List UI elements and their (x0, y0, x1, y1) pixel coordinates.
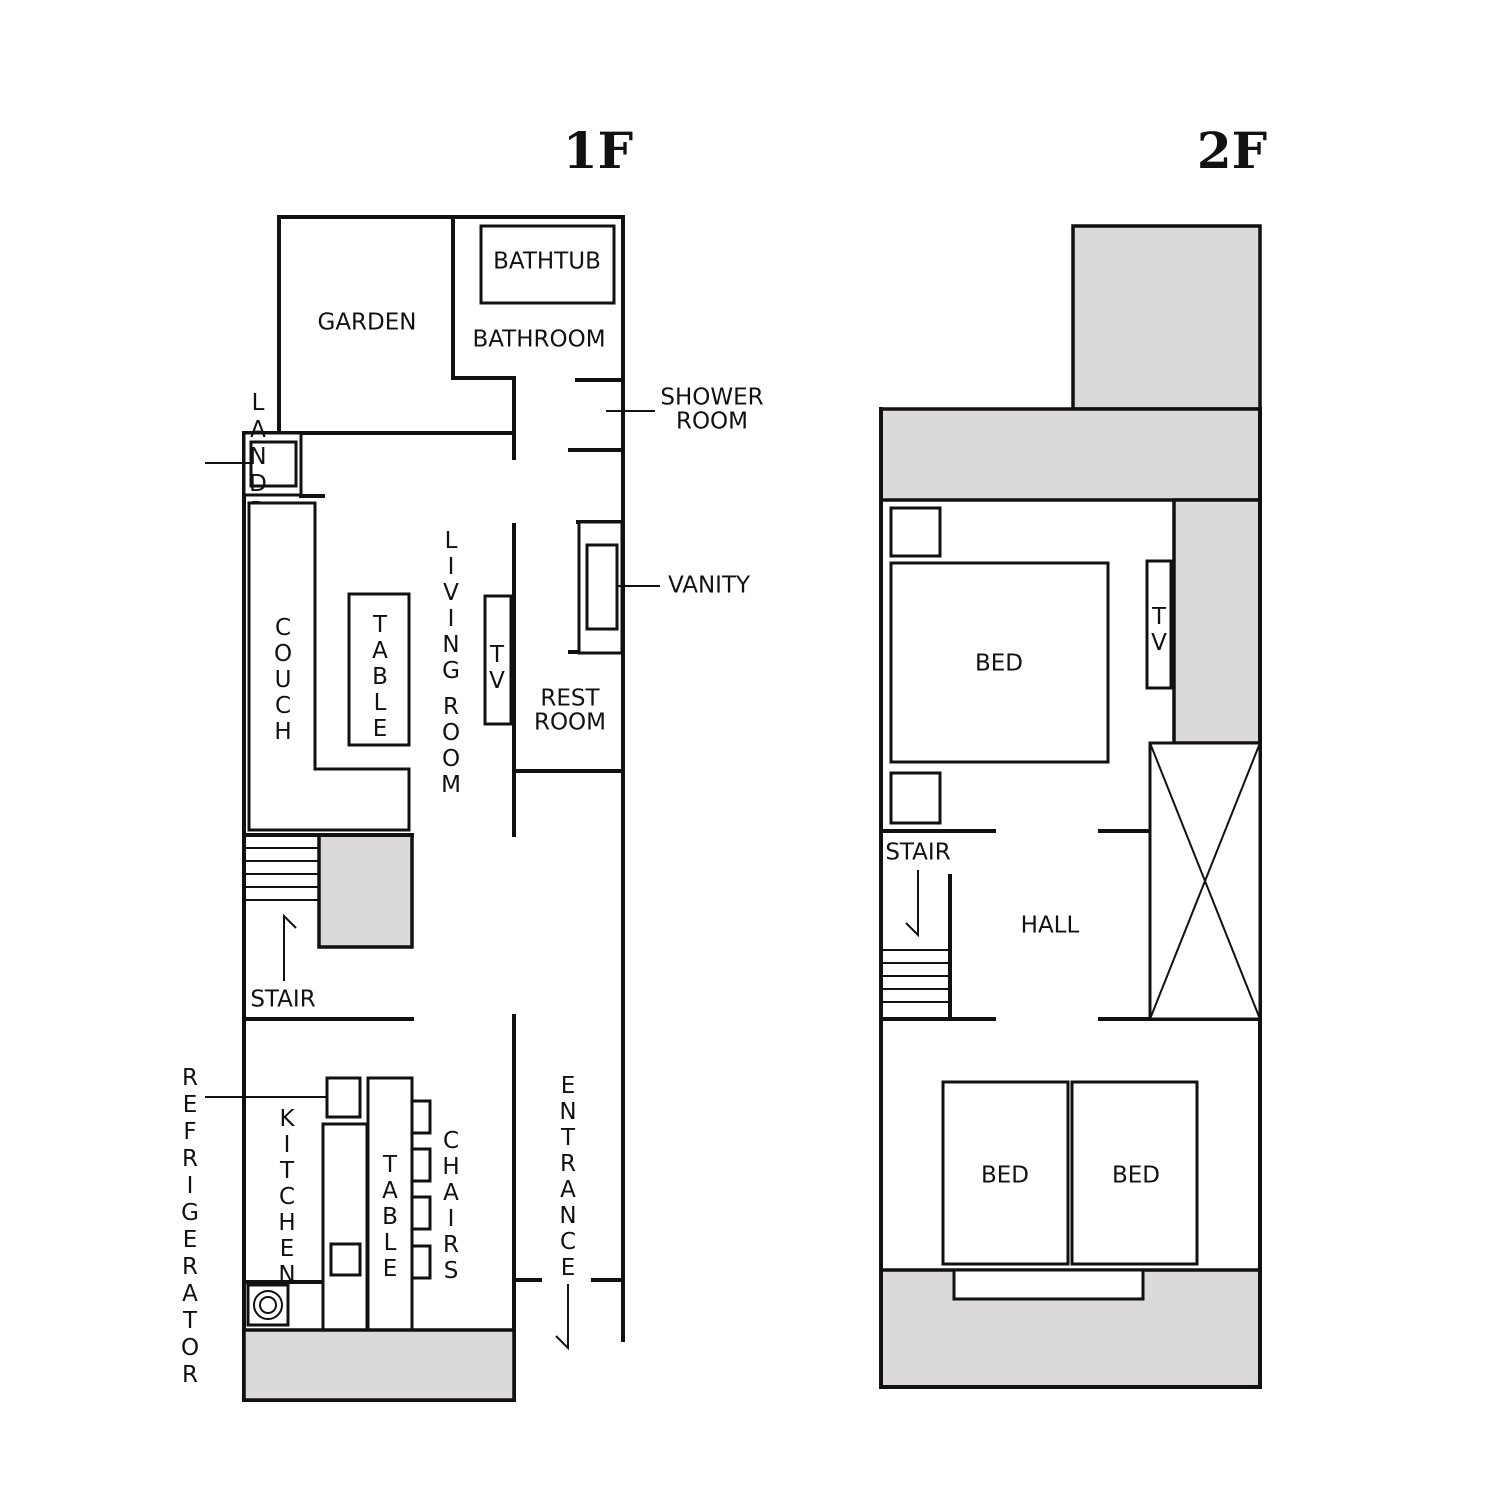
left-bed-label: BED (981, 1163, 1029, 1189)
entrance-label: ENTRANCE (555, 1073, 581, 1281)
floor-1-stair-label: STAIR (250, 987, 315, 1013)
void-cross-line (1149, 742, 1261, 1020)
floor-1-tv (483, 594, 513, 726)
floor-1-title: 1F (563, 121, 633, 180)
right-bed-label: BED (1112, 1163, 1160, 1189)
chair (410, 1147, 432, 1183)
floor-2-roof-block (1071, 224, 1262, 411)
floor-2-tv (1145, 559, 1173, 690)
floor-1-tv-label: TV (484, 642, 510, 694)
main-bed (889, 561, 1110, 764)
nightstand-bottom (889, 771, 942, 825)
living-table (347, 592, 411, 747)
living-table-label: TABLE (367, 612, 393, 742)
chair (410, 1195, 432, 1231)
kitchen-table (366, 1076, 414, 1332)
floor-1-stair (242, 833, 414, 981)
bathtub (479, 224, 616, 305)
stove-burner-inner (259, 1296, 277, 1314)
bathtub-label: BATHTUB (493, 249, 601, 275)
floor-1-bottom-strip (242, 1328, 516, 1402)
garden-label: GARDEN (318, 310, 417, 336)
floor-2-stair-label: STAIR (885, 840, 950, 866)
floor-1-walls (242, 215, 625, 1402)
shower-room-label-line1: SHOWER (660, 385, 763, 411)
kitchen-sink (329, 1242, 362, 1277)
couch (247, 501, 411, 832)
stove-burner-outer (253, 1290, 283, 1320)
vanity-sink (585, 543, 619, 631)
kitchen-label: KITCHEN (274, 1106, 300, 1288)
vanity-label: VANITY (668, 573, 751, 599)
hall-label: HALL (1021, 913, 1080, 939)
floor-2-top-strip (879, 407, 1262, 502)
floor-2-stair (881, 870, 952, 1021)
floor-1-plan: 1F GARDEN BATHTUB (109, 121, 764, 1402)
floor-2-tv-label: TV (1146, 604, 1172, 656)
floor-2-title: 2F (1197, 121, 1267, 180)
refrigerator (325, 1076, 362, 1119)
rest-room-label-line1: REST (540, 686, 600, 712)
rest-room-label-line2: ROOM (534, 710, 606, 736)
couch-label: COUCH (270, 615, 296, 745)
right-bed (1070, 1080, 1199, 1266)
entrance-arrow (555, 1284, 569, 1351)
chair (410, 1244, 432, 1280)
living-room-label-line2: ROOM (438, 694, 464, 798)
living-room-label-line1: LIVING (438, 528, 464, 684)
floor-2-side-block (1172, 498, 1262, 745)
nightstand-top (889, 506, 942, 558)
chair (410, 1099, 432, 1135)
kitchen-table-label: TABLE (377, 1152, 403, 1282)
refrigerator-label: REFRIGERATOR (177, 1065, 203, 1389)
kitchen-counter (321, 1122, 369, 1332)
main-bed-label: BED (975, 651, 1023, 677)
bathroom-label: BATHROOM (472, 327, 605, 353)
floor-2-plan: 2F BED TV STAIR (879, 121, 1267, 1389)
shower-room-label-line2: ROOM (676, 409, 748, 435)
chairs-label: CHAIRS (438, 1128, 464, 1284)
left-bed (941, 1080, 1070, 1266)
bench (952, 1268, 1145, 1301)
washing-machine (249, 440, 298, 488)
